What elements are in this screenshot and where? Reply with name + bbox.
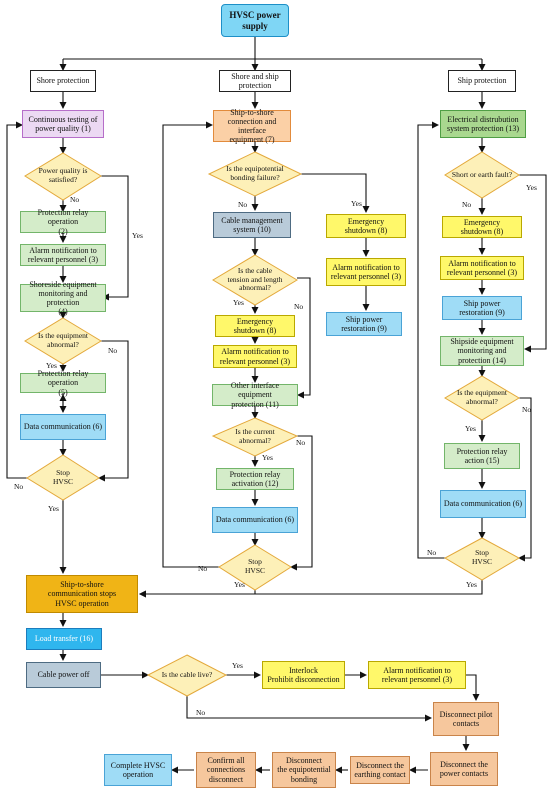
label-yes-stop-right: Yes <box>466 580 477 589</box>
label-yes-current: Yes <box>262 453 273 462</box>
load-transfer-box: Load transfer (16) <box>26 628 102 650</box>
alarm-left-box: Alarm notification to relevant personnel… <box>20 244 106 266</box>
shore-protection-box: Shore protection <box>30 70 96 92</box>
edge-bond-yes <box>301 173 370 213</box>
label-no-cable-live: No <box>196 708 206 717</box>
data-communication-center-box: Data communication (6) <box>212 507 298 533</box>
decision-diamond-stop-right <box>443 537 521 581</box>
label-yes-power-quality: Yes <box>132 231 143 240</box>
protection-relay-12-box: Protection relay activation (12) <box>216 468 294 490</box>
protection-relay-15-box: Protection relay action (15) <box>444 443 520 469</box>
label-no-equipment-right: No <box>522 405 532 414</box>
decision-diamond-stop-center <box>218 544 292 591</box>
decision-diamond-stop-left <box>26 454 100 501</box>
label-no-equipment-left: No <box>108 346 118 355</box>
complete-hvsc-box: Complete HVSC operation <box>104 754 172 786</box>
label-no-short-fault: No <box>462 200 472 209</box>
label-no-stop-center: No <box>198 564 208 573</box>
ship-protection-box: Ship protection <box>448 70 516 92</box>
edge-stopr-no-loop <box>417 121 445 559</box>
alarm-center-box: Alarm notification to relevant personnel… <box>213 345 297 368</box>
alarm-bottom-box: Alarm notification to relevant personnel… <box>368 661 466 689</box>
ship-to-shore-interface-box: Ship-to-shore connection and interface e… <box>213 108 291 144</box>
protection-relay-2-box: Protection relay operation (2) <box>20 208 106 236</box>
label-no-stop-right: No <box>427 548 437 557</box>
label-no-bonding: No <box>238 200 248 209</box>
label-yes-short-fault: Yes <box>526 183 537 192</box>
disconnect-bonding-box: Disconnect the equipotential bonding <box>272 752 336 788</box>
shoreside-monitoring-box: Shoreside equipment monitoring and prote… <box>20 280 106 316</box>
continuous-testing-box: Continuous testing of power quality (1) <box>22 110 104 138</box>
disconnect-power-box: Disconnect the power contacts <box>430 752 498 786</box>
decision-diamond-power-quality <box>24 152 102 201</box>
label-yes-cable-tension: Yes <box>233 298 244 307</box>
data-communication-right-box: Data communication (6) <box>440 490 526 518</box>
title-hvsc-power-supply: HVSC power supply <box>221 4 289 37</box>
label-yes-bonding: Yes <box>351 199 362 208</box>
cable-power-off-box: Cable power off <box>26 662 101 688</box>
decision-diamond-short-fault <box>444 151 520 199</box>
label-yes-stop-center: Yes <box>234 580 245 589</box>
decision-diamond-cable-tension <box>212 254 298 306</box>
ship-power-restoration-right-box: Ship power restoration (9) <box>442 296 522 320</box>
label-no-power-quality: No <box>70 195 80 204</box>
data-communication-left-box: Data communication (6) <box>20 414 106 440</box>
label-yes-stop-left: Yes <box>48 504 59 513</box>
label-no-stop-left: No <box>14 482 24 491</box>
interlock-box: Interlock Prohibit disconnection <box>262 661 345 689</box>
edge-live-no <box>186 696 432 722</box>
decision-diamond-cable-live <box>146 654 228 697</box>
label-yes-equipment-right: Yes <box>465 424 476 433</box>
label-no-cable-tension: No <box>294 302 304 311</box>
shipside-monitoring-box: Shipside equipment monitoring and protec… <box>440 336 524 366</box>
decision-diamond-bonding <box>207 151 303 197</box>
edge-stop-no-loop <box>6 121 27 479</box>
emergency-shutdown-center-box: Emergency shutdown (8) <box>215 315 295 337</box>
disconnect-pilot-box: Disconnect pilot contacts <box>433 702 499 736</box>
shore-ship-protection-box: Shore and ship protection <box>219 70 291 92</box>
alarm-mid-box: Alarm notification to relevant personnel… <box>326 258 406 286</box>
ship-shore-comm-stops-box: Ship-to-shore communication stops HVSC o… <box>26 575 138 613</box>
label-no-current: No <box>296 438 306 447</box>
emergency-shutdown-mid-box: Emergency shutdown (8) <box>326 214 406 238</box>
edge-ear-no <box>518 397 532 562</box>
emergency-shutdown-right-box: Emergency shutdown (8) <box>442 216 522 238</box>
edge-current-no <box>290 435 313 571</box>
decision-diamond-equipment-right <box>444 375 520 421</box>
disconnect-earthing-box: Disconnect the earthing contact <box>350 756 410 784</box>
cable-management-box: Cable management system (10) <box>213 212 291 238</box>
other-interface-box: Other interface equipment protection (11… <box>212 381 298 409</box>
label-yes-equipment-left: Yes <box>46 361 57 370</box>
decision-diamond-current <box>211 417 299 457</box>
decision-diamond-equipment-left <box>24 317 102 365</box>
edge-stopr-yes <box>139 580 483 598</box>
protection-relay-5-box: Protection relay operation (5) <box>20 369 106 397</box>
alarm-right-box: Alarm notification to relevant personnel… <box>440 256 524 280</box>
edge-alarm-to-pilot <box>466 674 480 701</box>
edge-pq-yes <box>101 175 129 301</box>
edge-short-yes <box>519 174 547 353</box>
edge-stopc-no-loop <box>162 121 219 568</box>
edge-stopc-yes <box>139 590 256 598</box>
edge-tension-no <box>297 277 311 399</box>
label-yes-cable-live: Yes <box>232 661 243 670</box>
ship-power-restoration-mid-box: Ship power restoration (9) <box>326 312 402 336</box>
confirm-all-box: Confirm all connections disconnect <box>196 752 256 788</box>
electrical-distribution-box: Electrical distrubution system protectio… <box>440 110 526 138</box>
edge-ea-no <box>98 340 129 482</box>
